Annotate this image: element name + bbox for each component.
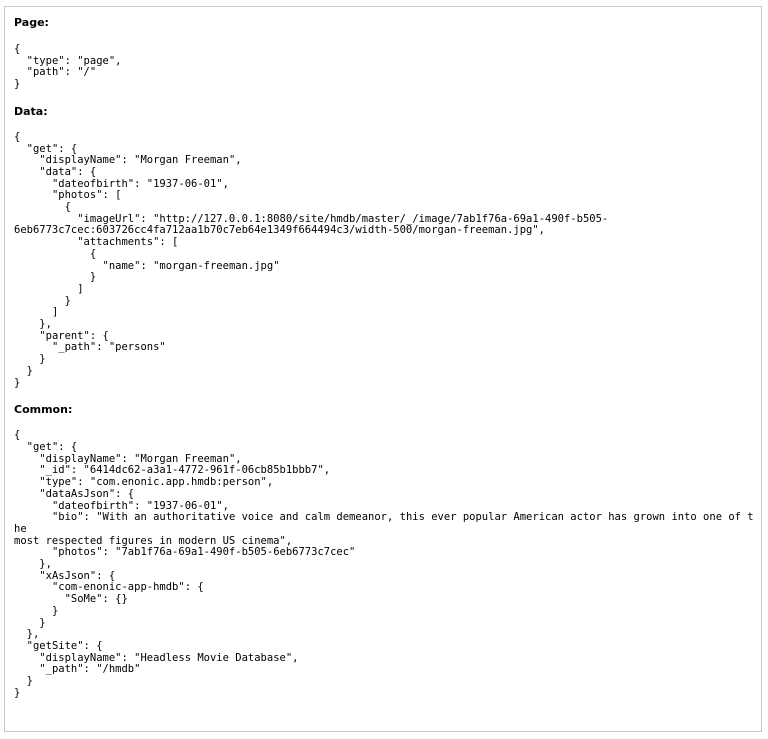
data-json: { "get": { "displayName": "Morgan Freema… (14, 130, 609, 389)
page-heading: Page: (14, 16, 49, 29)
common-json: { "get": { "displayName": "Morgan Freema… (14, 429, 754, 699)
output-content: Page: { "type": "page", "path": "/" } Da… (14, 16, 755, 699)
common-section: Common: { "get": { "displayName": "Morga… (14, 403, 755, 699)
data-section: Data: { "get": { "displayName": "Morgan … (14, 105, 755, 389)
page-json: { "type": "page", "path": "/" } (14, 43, 122, 91)
data-heading: Data: (14, 104, 48, 118)
page-section: Page: { "type": "page", "path": "/" } (14, 16, 755, 91)
output-panel: Page: { "type": "page", "path": "/" } Da… (4, 6, 762, 732)
common-heading: Common: (14, 403, 73, 417)
